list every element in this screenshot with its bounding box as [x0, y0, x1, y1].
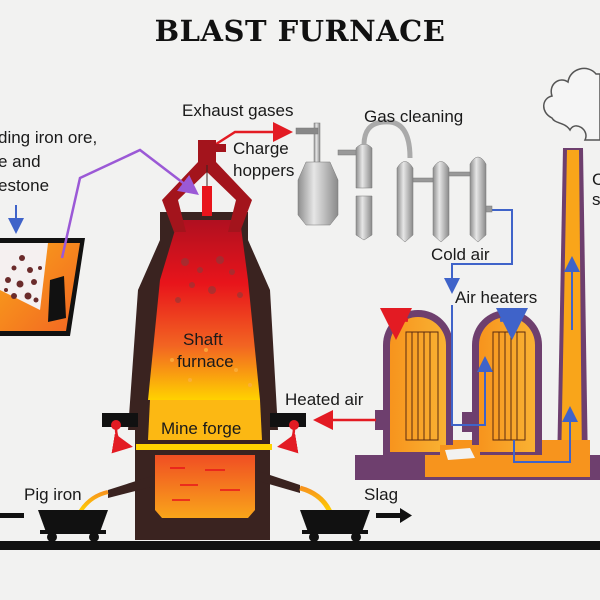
label-feed-line2: e and — [0, 152, 41, 171]
label-mine-forge: Mine forge — [161, 419, 242, 438]
tuyere-left — [102, 413, 138, 427]
ore-particles — [175, 256, 243, 303]
slag-cart — [300, 510, 370, 542]
slag-out-arrow-icon — [376, 508, 412, 523]
tuyere-right — [270, 413, 306, 427]
label-slag: Slag — [364, 485, 399, 504]
label-heated-air: Heated air — [285, 390, 364, 409]
label-cold-air: Cold air — [431, 245, 490, 264]
label-feed-line3: estone — [0, 176, 50, 195]
pig-iron-exit-bar — [0, 513, 24, 518]
diagram-title: BLAST FURNACE — [154, 14, 446, 48]
blast-furnace — [78, 140, 333, 540]
gas-cleaning-vessels — [295, 119, 493, 243]
rail-track — [0, 541, 600, 550]
smoke-cloud-icon — [543, 67, 600, 141]
label-shaft-line2: furnace — [177, 352, 234, 371]
label-pig-iron: Pig iron — [24, 485, 82, 504]
label-shaft-line1: Shaft — [183, 330, 223, 349]
label-exhaust-gases: Exhaust gases — [182, 101, 294, 120]
label-chimney-line2: s — [592, 190, 600, 209]
charge-conveyor-arrow — [60, 148, 199, 259]
label-charge-line2: hoppers — [233, 161, 295, 180]
label-air-heaters: Air heaters — [455, 288, 538, 307]
pig-iron-cart — [38, 510, 108, 542]
air-heaters — [355, 307, 600, 480]
feed-hopper — [0, 238, 85, 336]
label-chimney-line1: C — [592, 170, 600, 189]
label-gas-cleaning: Gas cleaning — [364, 107, 464, 126]
label-charge-line1: Charge — [233, 139, 289, 158]
exhaust-arrow — [209, 122, 293, 150]
label-feed-line1: ding iron ore, — [0, 128, 98, 147]
cold-air-flow — [444, 209, 580, 463]
